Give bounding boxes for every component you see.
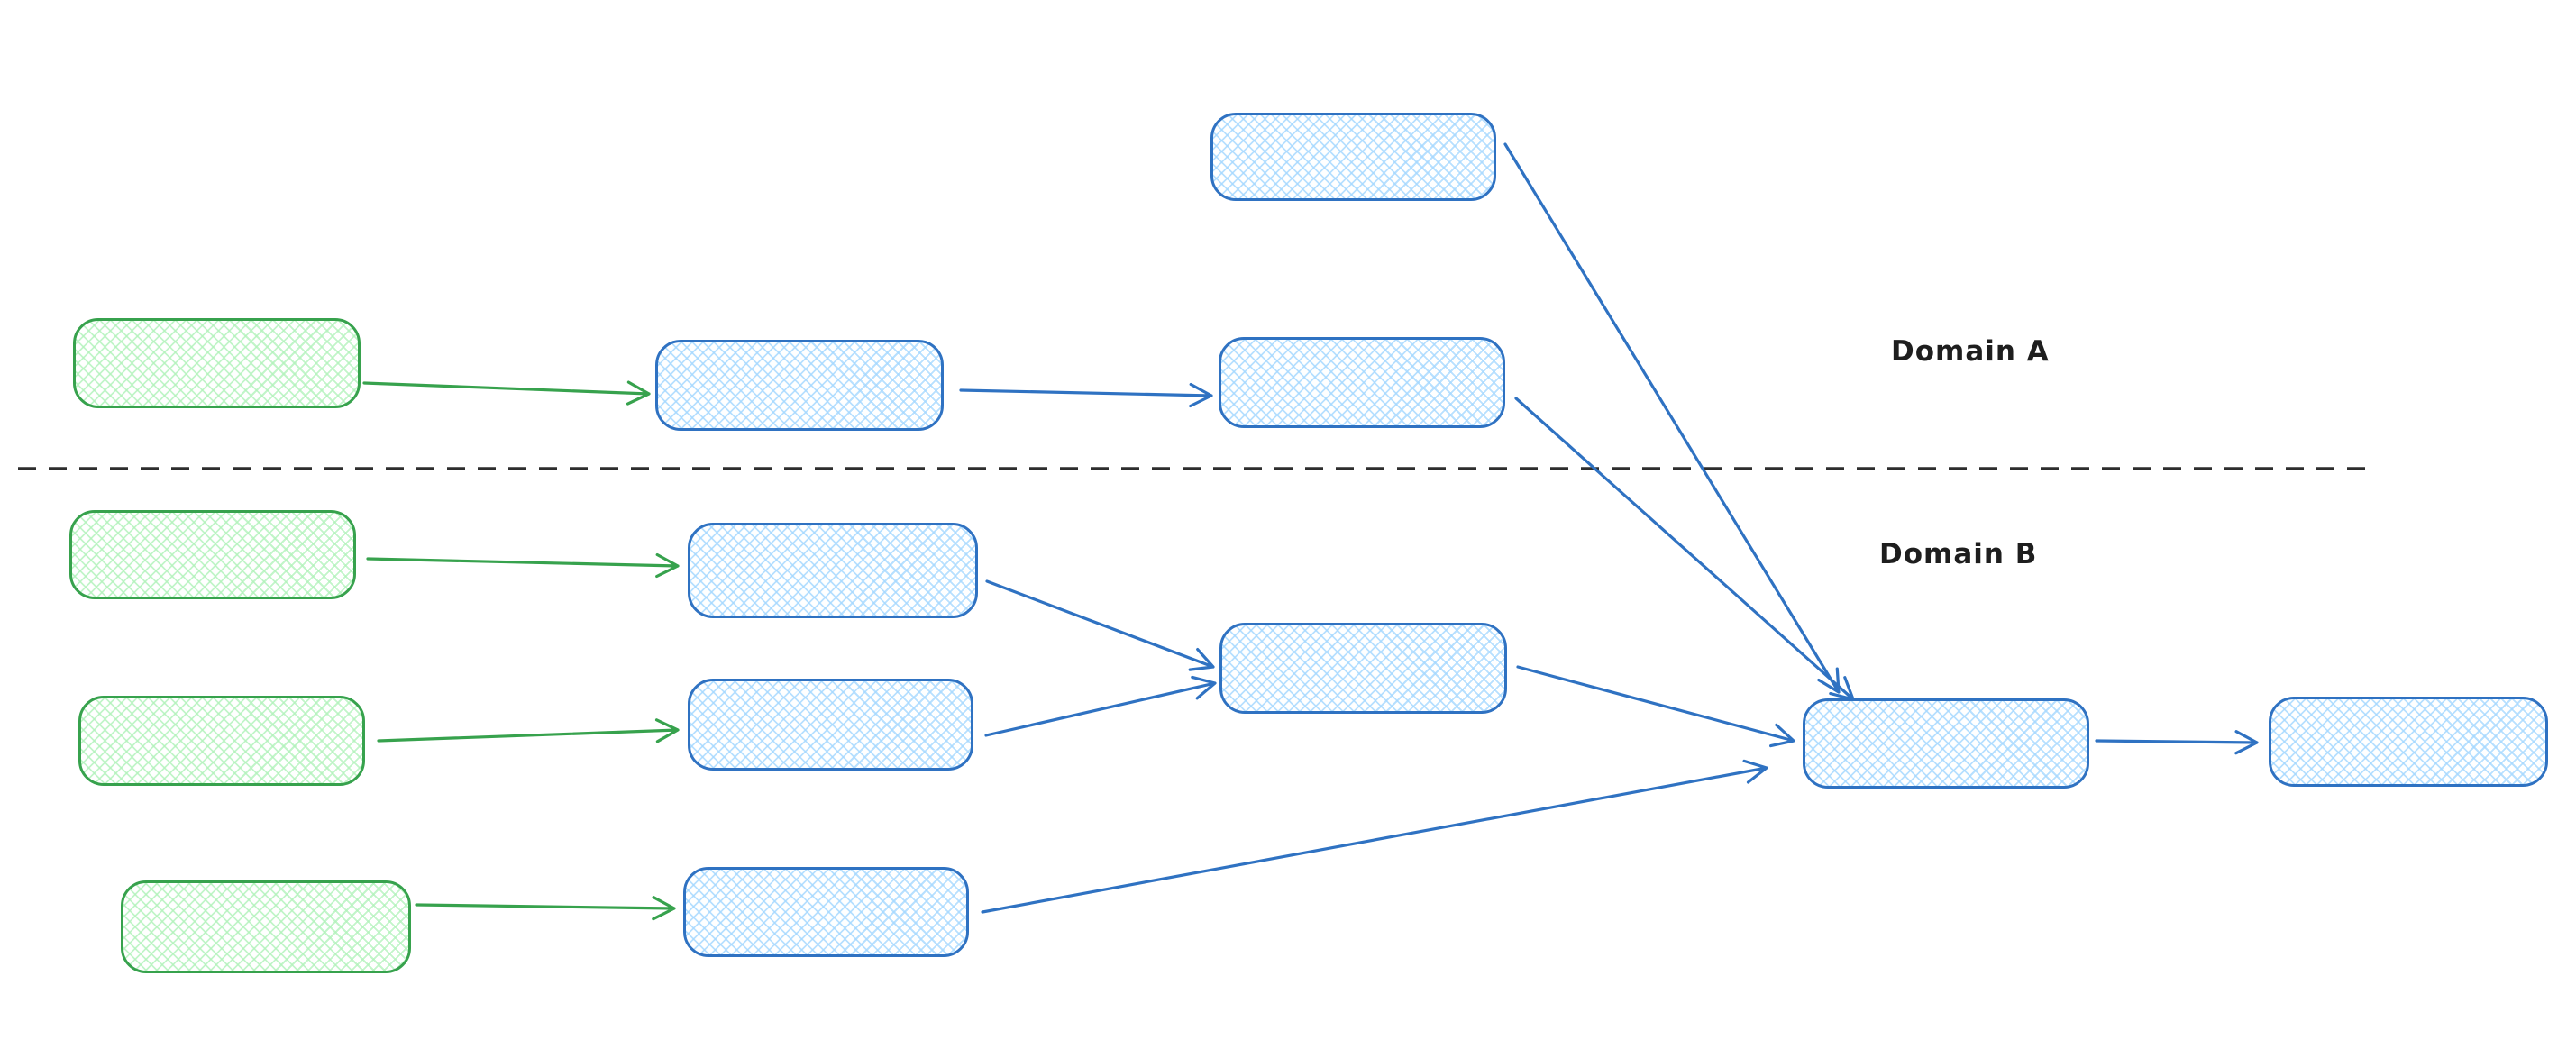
- edge-green-b1-to-b1: [366, 552, 680, 579]
- box-domain-a-top: [1210, 113, 1496, 201]
- box-domain-b-source-3: [121, 880, 411, 973]
- box-domain-a-source: [73, 318, 361, 408]
- box-domain-b-source-2: [78, 696, 365, 786]
- box-domain-b-stage-1a: [688, 523, 978, 618]
- box-domain-a-stage-1: [655, 340, 944, 431]
- box-domain-b-stage-1b: [688, 679, 973, 771]
- box-hub: [1803, 698, 2089, 789]
- edge-stage2-to-hub: [1514, 397, 1855, 701]
- box-domain-b-merge: [1219, 623, 1507, 714]
- edge-top-to-hub: [1503, 142, 1841, 694]
- box-domain-b-stage-1c: [683, 867, 969, 957]
- domain-b-label: Domain B: [1879, 538, 2038, 570]
- domain-a-label: Domain A: [1891, 335, 2050, 368]
- edge-green-a-to-stage1: [362, 380, 651, 406]
- box-output: [2269, 697, 2548, 787]
- edge-b2-to-merge: [984, 675, 1217, 737]
- edge-green-b3-to-b3: [415, 896, 676, 921]
- edge-b1-to-merge: [985, 579, 1215, 671]
- edge-hub-to-output: [2095, 730, 2259, 755]
- edge-stage1-to-stage2: [959, 382, 1213, 408]
- edge-merge-to-hub: [1516, 665, 1795, 748]
- box-domain-a-stage-2: [1219, 337, 1505, 428]
- box-domain-b-source-1: [69, 510, 356, 599]
- edge-b3-to-hub: [981, 759, 1768, 914]
- edge-green-b2-to-b2: [377, 718, 680, 743]
